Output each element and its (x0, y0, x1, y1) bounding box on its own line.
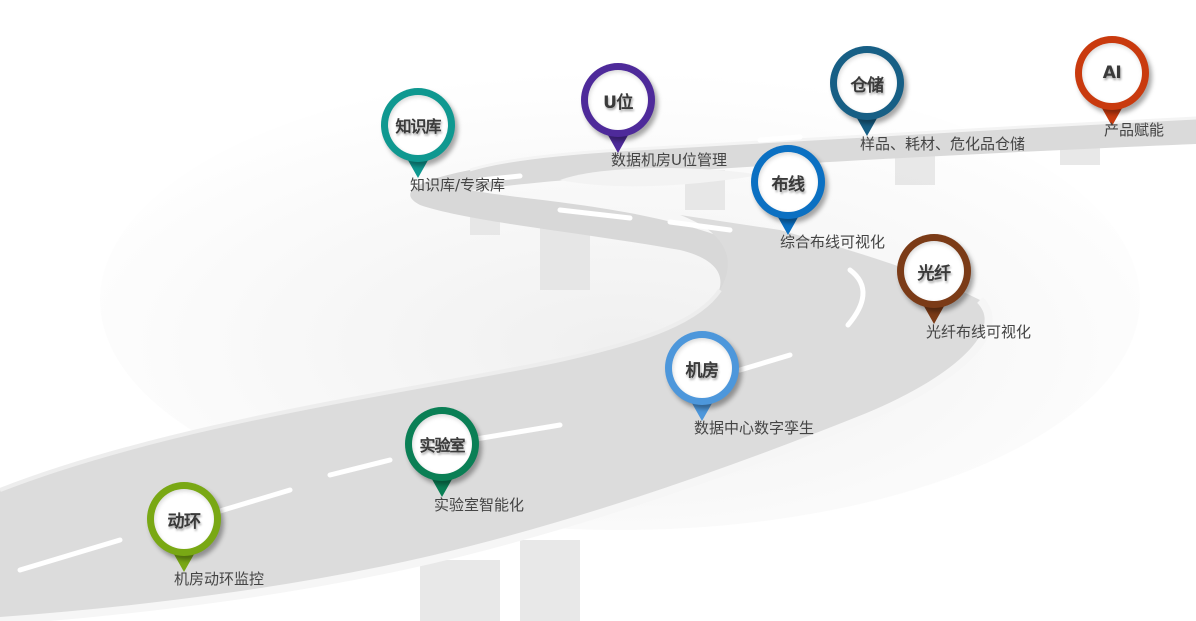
milestone-badge: 仓储 (850, 75, 885, 96)
map-pin-icon: 仓储 (830, 46, 904, 120)
milestone-pin-uwei[interactable]: U位 (581, 63, 655, 163)
milestone-caption-buxian: 综合布线可视化 (780, 233, 886, 251)
milestone-caption-jifang: 数据中心数字孪生 (694, 419, 815, 437)
milestone-caption-ai: 产品赋能 (1104, 121, 1165, 139)
milestone-pin-ai[interactable]: AI (1075, 36, 1149, 136)
map-pin-icon: 动环 (147, 482, 221, 556)
map-pin-icon: 实验室 (405, 407, 479, 481)
map-pin-icon: AI (1075, 36, 1149, 110)
milestone-badge: 光纤 (917, 263, 952, 284)
milestone-caption-zhishiku: 知识库/专家库 (410, 176, 506, 194)
milestone-pin-zhishiku[interactable]: 知识库 (381, 88, 455, 188)
milestone-badge: 知识库 (395, 117, 441, 136)
map-pin-icon: 机房 (665, 331, 739, 405)
milestone-badge: 动环 (167, 511, 202, 532)
milestone-caption-guangxian: 光纤布线可视化 (926, 323, 1032, 341)
map-pin-icon: U位 (581, 63, 655, 137)
milestone-badge: 机房 (685, 360, 720, 381)
milestone-caption-shiyanshi: 实验室智能化 (434, 496, 525, 514)
milestone-caption-uwei: 数据机房U位管理 (611, 151, 727, 169)
milestone-pin-donghuan[interactable]: 动环 (147, 482, 221, 582)
milestone-pin-jifang[interactable]: 机房 (665, 331, 739, 431)
milestone-pin-cangchu[interactable]: 仓储 (830, 46, 904, 146)
milestone-badge: 实验室 (419, 436, 465, 455)
map-pin-icon: 布线 (751, 145, 825, 219)
map-pin-icon: 知识库 (381, 88, 455, 162)
milestone-pin-buxian[interactable]: 布线 (751, 145, 825, 245)
milestone-caption-cangchu: 样品、耗材、危化品仓储 (860, 135, 1026, 153)
map-pin-icon: 光纤 (897, 234, 971, 308)
milestone-caption-donghuan: 机房动环监控 (174, 570, 265, 588)
milestone-badge: U位 (603, 92, 633, 113)
milestone-badge: AI (1102, 63, 1122, 83)
milestone-badge: 布线 (771, 174, 806, 195)
milestone-pin-guangxian[interactable]: 光纤 (897, 234, 971, 334)
milestone-pin-shiyanshi[interactable]: 实验室 (405, 407, 479, 507)
